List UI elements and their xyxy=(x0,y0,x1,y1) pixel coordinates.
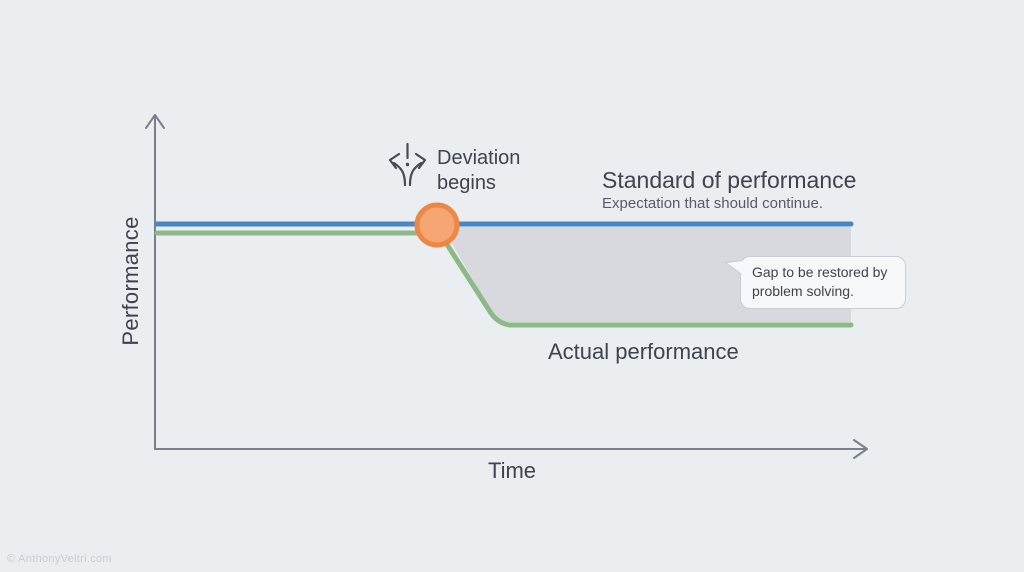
y-axis-label: Performance xyxy=(118,216,143,346)
y-axis-arrow-icon xyxy=(145,114,165,129)
standard-performance-title: Standard of performance xyxy=(602,167,857,193)
watermark: © AnthonyVeltri.com xyxy=(7,553,112,565)
actual-performance-label: Actual performance xyxy=(548,339,739,364)
gap-callout-bubble: Gap to be restored by problem solving. xyxy=(724,256,906,309)
deviation-branch-icon xyxy=(388,142,427,187)
gap-callout-text: Gap to be restored by problem solving. xyxy=(752,264,888,299)
axes xyxy=(145,114,868,459)
standard-performance-subtitle: Expectation that should continue. xyxy=(602,195,823,212)
deviation-point-marker xyxy=(414,202,460,248)
x-axis-arrow-icon xyxy=(853,439,868,459)
deviation-begins-label: Deviation begins xyxy=(437,147,521,194)
x-axis-label: Time xyxy=(487,458,537,483)
